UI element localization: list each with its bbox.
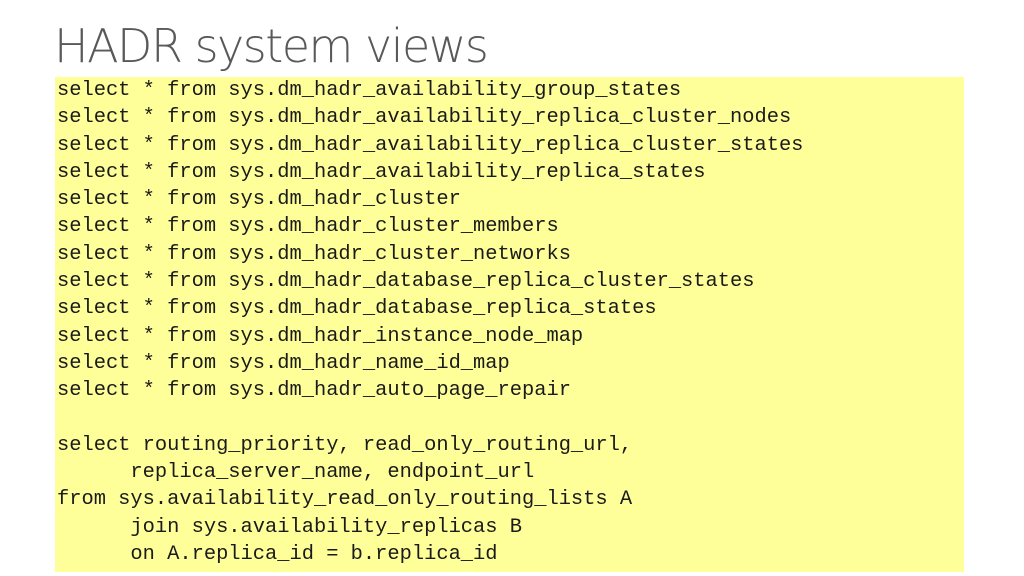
- code-line: select * from sys.dm_hadr_availability_r…: [57, 160, 706, 184]
- code-line: select * from sys.dm_hadr_availability_g…: [57, 79, 682, 102]
- code-line: on A.replica_id = b.replica_id: [57, 543, 498, 567]
- code-line: join sys.availability_replicas B: [57, 515, 522, 539]
- code-line: select * from sys.dm_hadr_auto_page_repa…: [57, 379, 571, 403]
- code-line: select routing_priority, read_only_routi…: [57, 433, 633, 457]
- slide-title: HADR system views: [54, 19, 489, 73]
- code-block: select * from sys.dm_hadr_availability_g…: [55, 77, 964, 572]
- code-line: from sys.availability_read_only_routing_…: [57, 488, 633, 512]
- code-line: select * from sys.dm_hadr_availability_r…: [57, 106, 792, 130]
- code-line: select * from sys.dm_hadr_database_repli…: [57, 297, 657, 321]
- code-line-blank: [57, 405, 964, 432]
- code-line: select * from sys.dm_hadr_instance_node_…: [57, 324, 584, 348]
- code-line: select * from sys.dm_hadr_cluster_member…: [57, 215, 559, 239]
- code-line: select * from sys.dm_hadr_cluster_networ…: [57, 242, 571, 266]
- code-line: select * from sys.dm_hadr_availability_r…: [57, 133, 804, 157]
- code-line: select * from sys.dm_hadr_name_id_map: [57, 351, 510, 375]
- code-line: select * from sys.dm_hadr_cluster: [57, 188, 461, 212]
- code-line: replica_server_name, endpoint_url: [57, 461, 535, 485]
- code-line: select * from sys.dm_hadr_database_repli…: [57, 270, 755, 294]
